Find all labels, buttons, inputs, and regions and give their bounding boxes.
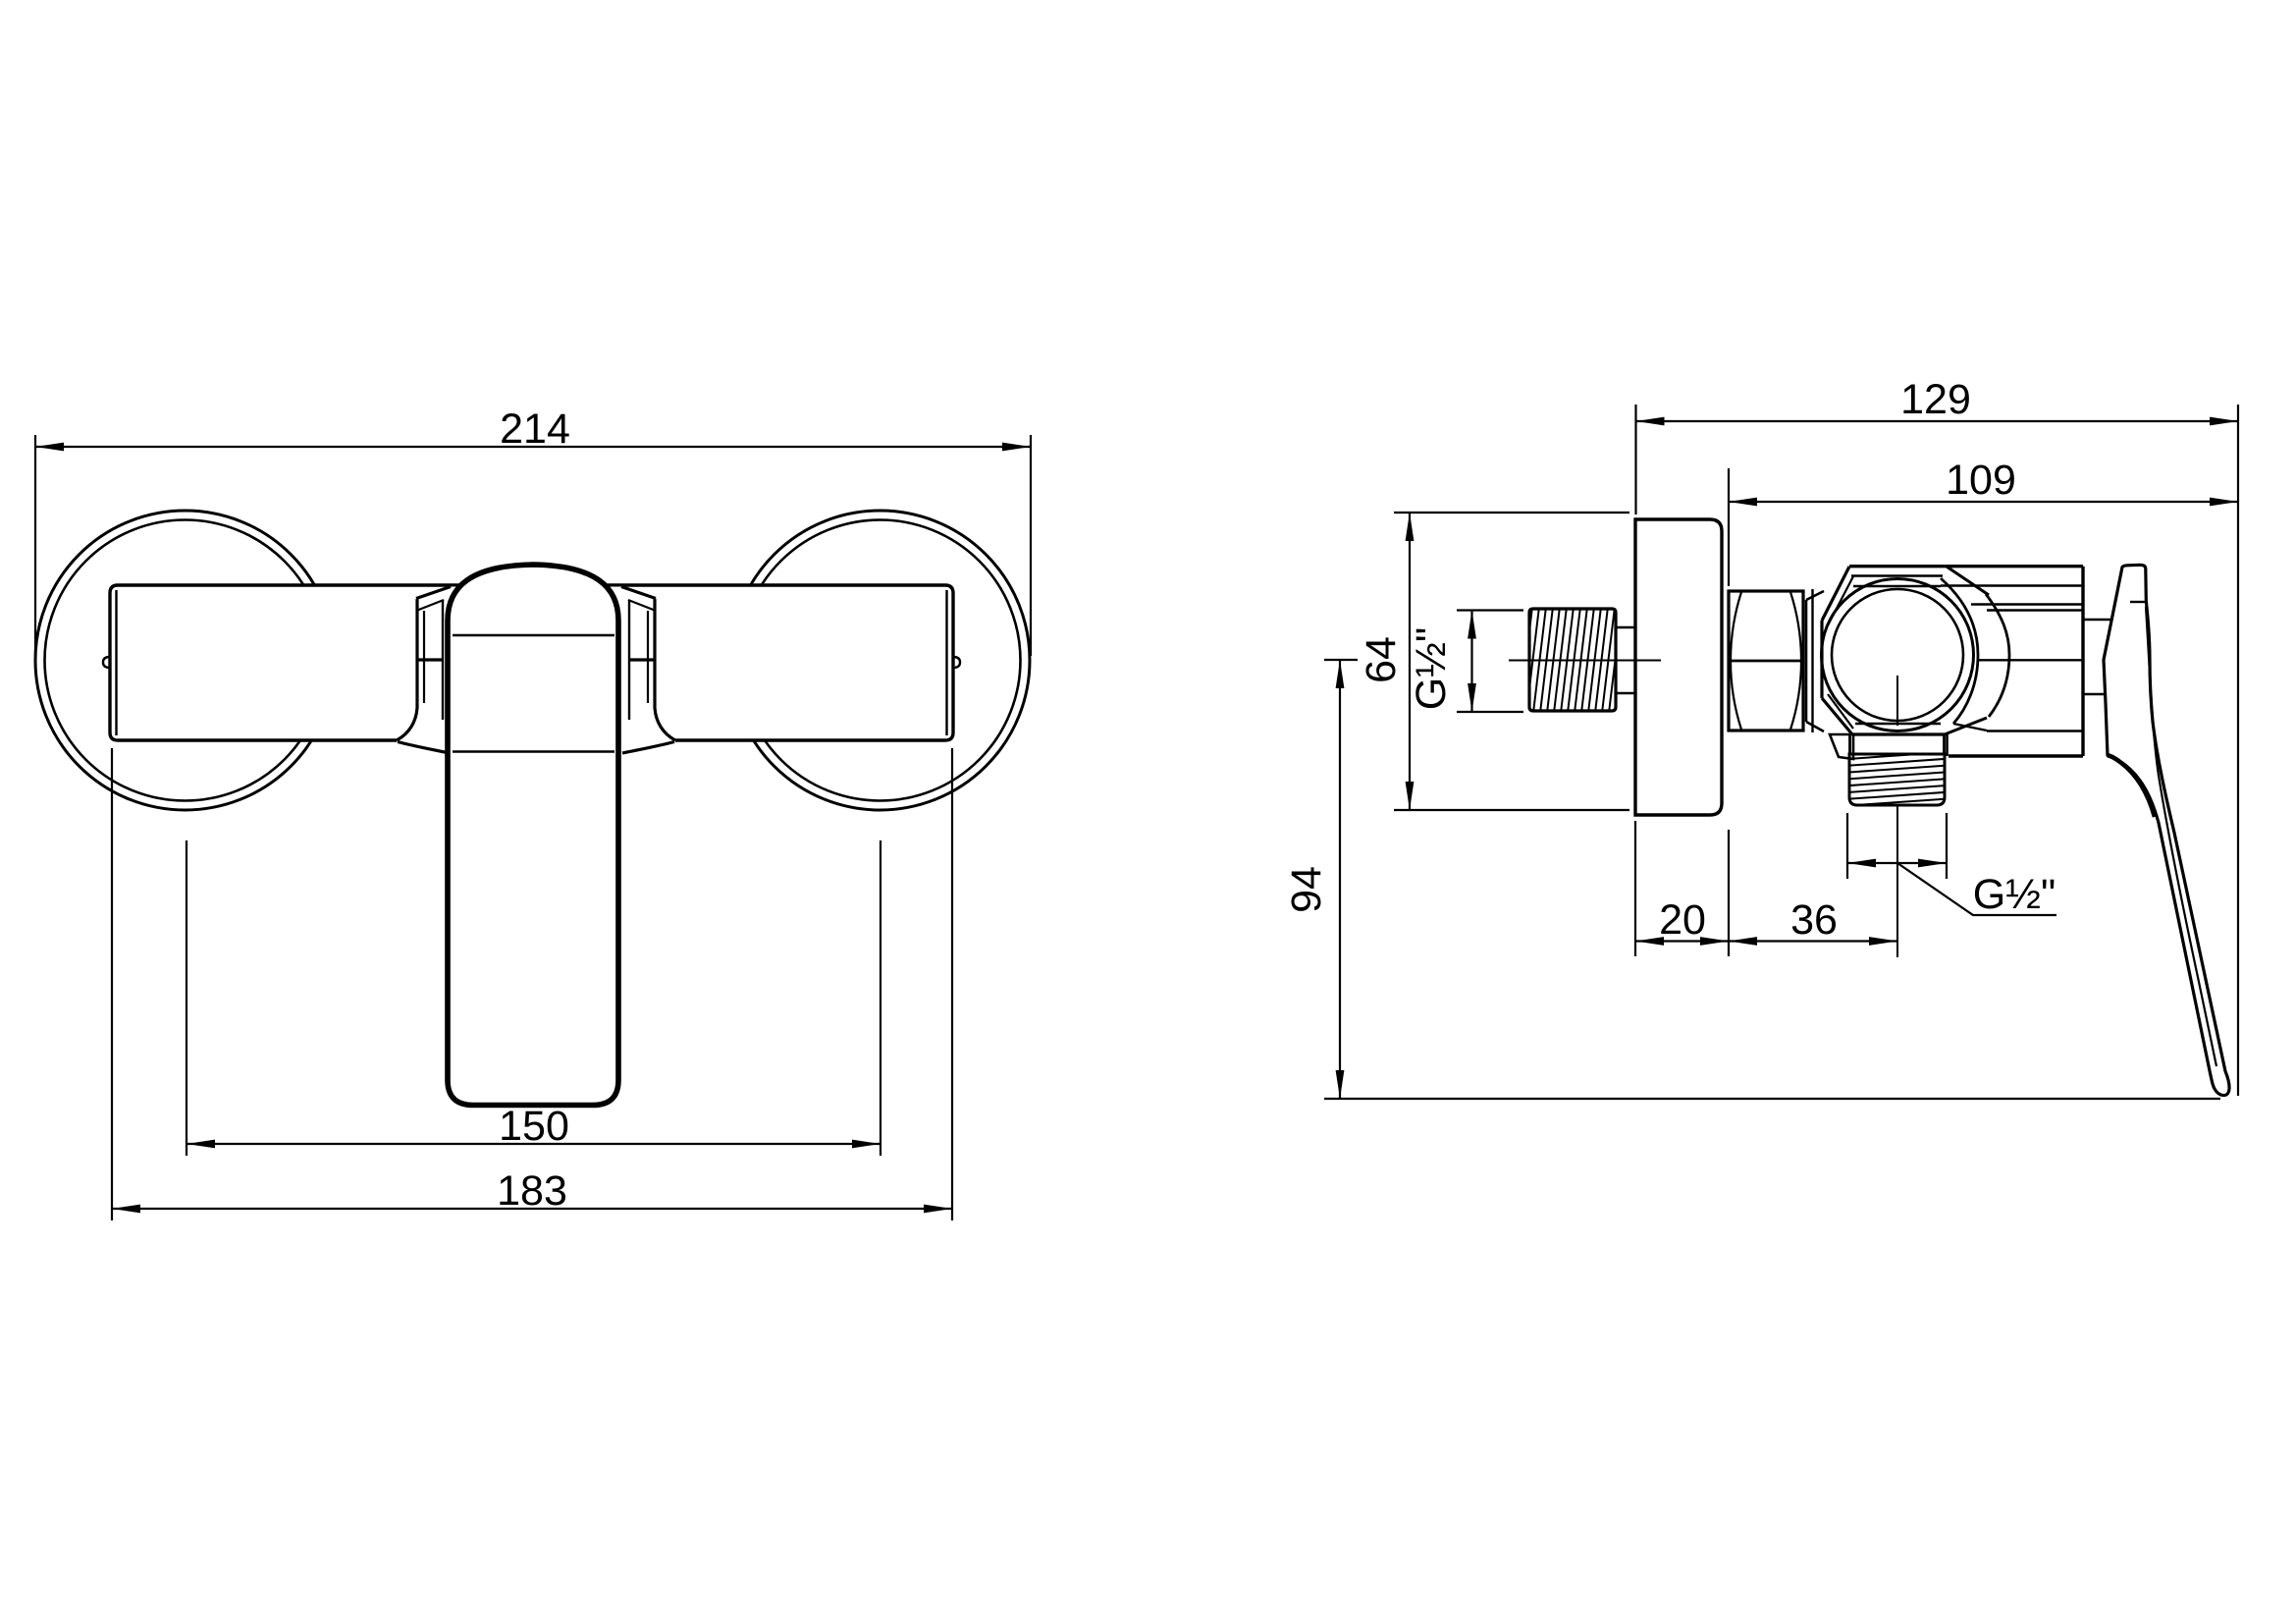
svg-text:214: 214 xyxy=(500,406,570,453)
svg-text:129: 129 xyxy=(1900,376,1971,423)
svg-text:G½": G½" xyxy=(1973,871,2056,918)
svg-text:G½": G½" xyxy=(1408,627,1455,711)
svg-text:64: 64 xyxy=(1358,636,1405,683)
svg-text:109: 109 xyxy=(1946,457,2016,504)
svg-text:150: 150 xyxy=(499,1103,569,1150)
svg-text:20: 20 xyxy=(1659,896,1706,944)
svg-text:183: 183 xyxy=(497,1167,567,1215)
svg-text:94: 94 xyxy=(1283,866,1330,913)
svg-text:36: 36 xyxy=(1790,896,1838,944)
